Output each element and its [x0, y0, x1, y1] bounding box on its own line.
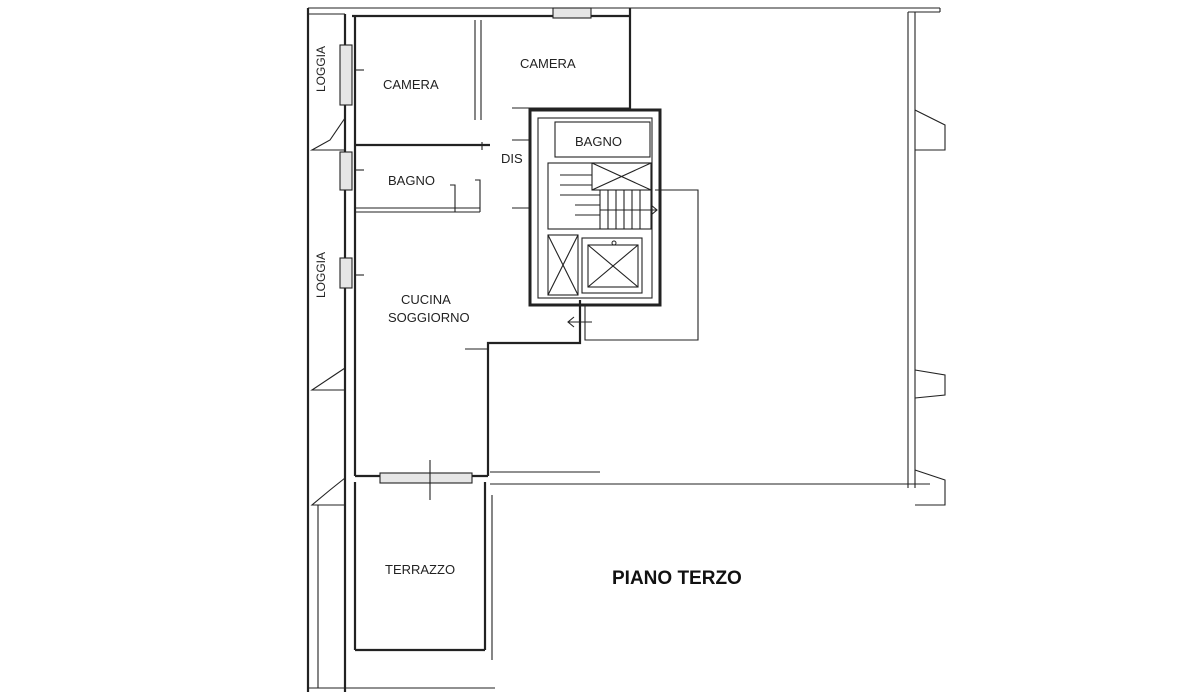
- label-loggia-top: LOGGIA: [314, 46, 328, 92]
- label-dis: DIS: [501, 151, 523, 166]
- loggia-strip: [309, 14, 364, 692]
- terrace-walls: [317, 482, 493, 688]
- elevator-shaft: [547, 234, 643, 296]
- label-camera-left: CAMERA: [383, 77, 439, 92]
- window-terrazzo: [379, 472, 473, 484]
- label-camera-right: CAMERA: [520, 56, 576, 71]
- apartment-walls: [352, 7, 630, 500]
- label-bagno-left: BAGNO: [388, 173, 435, 188]
- window-camera-top: [552, 7, 592, 19]
- label-bagno-core: BAGNO: [575, 134, 622, 149]
- label-soggiorno: SOGGIORNO: [388, 310, 470, 325]
- plan-title: PIANO TERZO: [612, 568, 742, 589]
- adjacent-building-outline: [490, 8, 946, 506]
- window-bagno: [339, 151, 353, 191]
- outer-walls: [306, 7, 940, 692]
- window-loggia-top: [339, 44, 353, 106]
- label-terrazzo: TERRAZZO: [385, 562, 455, 577]
- window-cucina: [339, 257, 353, 289]
- stair-flights: [547, 162, 658, 230]
- label-loggia-bottom: LOGGIA: [314, 252, 328, 298]
- stair-core: [528, 108, 699, 341]
- label-cucina: CUCINA: [401, 292, 451, 307]
